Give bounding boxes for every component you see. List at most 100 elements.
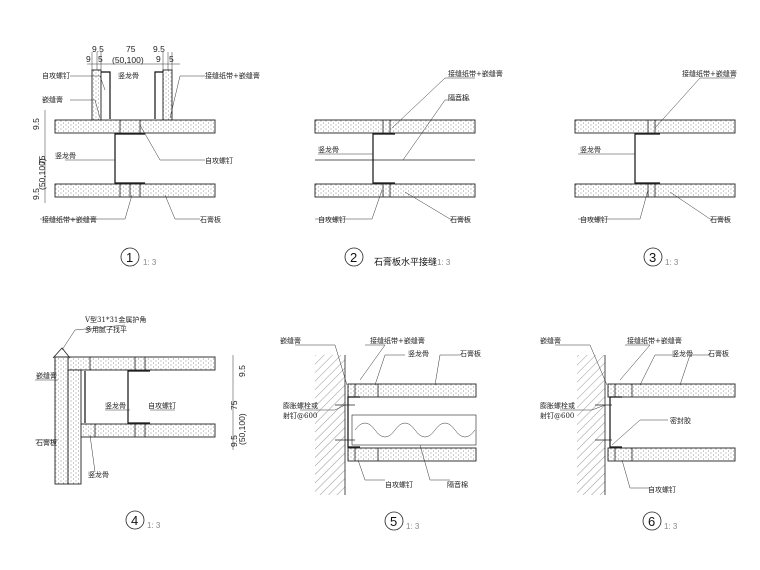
label-compound-5: 嵌缝膏 (280, 336, 301, 345)
dim-9-b: 9 (156, 54, 161, 64)
board-bottom (314, 183, 476, 198)
label-tape-3: 接缝纸带+嵌缝膏 (682, 69, 737, 78)
board-left-inner (67, 369, 82, 485)
detail-2-number-circle (344, 247, 364, 267)
stud-left (101, 71, 111, 119)
label-gypsum-3: 石膏板 (710, 215, 731, 224)
detail-1-number: 1 (126, 250, 133, 265)
label-gypsum-1: 石膏板 (200, 215, 221, 224)
detail-4-right-dimensions: 9.5 75 (50,100) 9.5 (229, 355, 247, 450)
detail-3-number: 3 (649, 250, 656, 265)
label-insulation-2: 隔音棉 (448, 93, 469, 102)
concrete-wall (577, 355, 605, 495)
label-stud-3: 竖龙骨 (580, 145, 601, 154)
vertical-board-right (162, 69, 173, 121)
detail-6-scale: 1: 3 (664, 522, 678, 531)
label-compound-1: 嵌缝膏 (42, 95, 63, 104)
detail-5: 嵌缝膏 接缝纸带+嵌缝膏 竖龙骨 石膏板 膨胀螺栓或 射钉@600 自攻螺钉 隔… (280, 336, 481, 531)
dim-50-100-a: (50,100) (112, 55, 144, 65)
vertical-board-left (91, 69, 102, 121)
dim-75-b: 75 (37, 155, 47, 165)
label-stud-2: 竖龙骨 (318, 145, 339, 154)
label-insulation-5: 隔音棉 (447, 480, 468, 489)
label-stud-4b: 竖龙骨 (88, 470, 109, 479)
board-bottom (54, 183, 216, 198)
label-stud-5: 竖龙骨 (408, 349, 429, 358)
insulation-wave (354, 422, 476, 438)
label-stud-1a: 竖龙骨 (118, 71, 139, 80)
label-screw-1a: 自攻螺钉 (42, 71, 70, 80)
label-expansion-5a: 膨胀螺栓或 (283, 401, 318, 410)
detail-5-number-circle (384, 511, 404, 531)
label-expansion-5b: 射钉@600 (283, 411, 317, 420)
detail-1: 9.5 9 5 75 (50,100) 9.5 9 5 9.5 75 (50,1… (31, 44, 260, 267)
stud-right (154, 71, 163, 119)
c-stud (634, 133, 660, 184)
label-stud-1b: 竖龙骨 (55, 151, 76, 160)
label-tape-6: 接缝纸带+嵌缝膏 (627, 336, 682, 345)
board-top (347, 383, 477, 398)
label-stud-6: 竖龙骨 (672, 349, 693, 358)
label-screw-5: 自攻螺钉 (385, 480, 413, 489)
label-gypsum-6: 石膏板 (708, 349, 729, 358)
track (609, 396, 622, 448)
label-gypsum-5: 石膏板 (460, 349, 481, 358)
label-sealant-6: 密封胶 (670, 416, 691, 425)
dim-5-b: 5 (169, 54, 174, 64)
label-screw-6: 自攻螺钉 (648, 485, 676, 494)
detail-2: 接缝纸带+嵌缝膏 隔音棉 竖龙骨 自攻螺钉 石膏板 2 石膏板水平接缝 1: 3 (314, 69, 503, 268)
label-compound-4: 嵌缝膏 (36, 371, 57, 380)
dim-9-5-a: 9.5 (92, 44, 104, 54)
label-screw-1b: 自攻螺钉 (205, 156, 233, 165)
detail-1-number-circle (120, 247, 140, 267)
label-screw-4: 自攻螺钉 (148, 401, 176, 410)
corner-bead (52, 347, 71, 359)
detail-3-number-circle (643, 247, 663, 267)
label-gypsum-2: 石膏板 (450, 215, 471, 224)
dim-9-5-d: 9.5 (31, 188, 41, 200)
detail-2-scale: 1: 3 (437, 258, 451, 267)
track (347, 396, 360, 448)
label-screw-2: 自攻螺钉 (318, 215, 346, 224)
concrete-wall (315, 355, 345, 495)
detail-3-scale: 1: 3 (665, 258, 679, 267)
detail-4-number: 4 (131, 513, 138, 528)
detail-1-scale: 1: 3 (143, 258, 157, 267)
board-top (314, 119, 476, 134)
label-expansion-6b: 射钉@600 (540, 411, 574, 420)
detail-2-caption: 石膏板水平接缝 (374, 256, 437, 268)
label-tape-2: 接缝纸带+嵌缝膏 (448, 69, 503, 78)
label-compound-6: 嵌缝膏 (540, 336, 561, 345)
dim-9-5-f: 9.5 (229, 435, 239, 447)
dim-9-5-e: 9.5 (237, 365, 247, 377)
c-stud (372, 133, 395, 184)
board-top (607, 383, 736, 398)
board-bottom (607, 447, 736, 462)
detail-6: 嵌缝膏 接缝纸带+嵌缝膏 竖龙骨 石膏板 膨胀螺栓或 射钉@600 密封胶 自攻… (540, 336, 736, 531)
detail-3: 接缝纸带+嵌缝膏 竖龙骨 自攻螺钉 石膏板 3 1: 3 (574, 69, 737, 267)
dim-9-5-c: 9.5 (31, 118, 41, 130)
label-corner-bead-4b: 多用腻子找平 (85, 325, 127, 334)
dim-50-100-c: (50,100) (237, 413, 247, 445)
detail-1-left-dimensions: 9.5 75 (50,100) 9.5 (31, 110, 47, 203)
dim-9-a: 9 (86, 54, 91, 64)
dim-75-a: 75 (126, 44, 136, 54)
dim-75-c: 75 (229, 400, 239, 410)
label-expansion-6a: 膨胀螺栓或 (540, 401, 575, 410)
dim-5-a: 5 (98, 54, 103, 64)
label-stud-4a: 竖龙骨 (105, 401, 126, 410)
board-bottom (347, 447, 477, 462)
detail-4-scale: 1: 3 (147, 521, 161, 530)
detail-4: 9.5 75 (50,100) 9.5 V型31*31金属护角 多用腻子找平 (35, 315, 247, 530)
detail-1-top-dimensions: 9.5 9 5 75 (50,100) 9.5 9 5 (86, 44, 180, 70)
label-corner-bead-4a: V型31*31金属护角 (84, 315, 146, 324)
dim-9-5-b: 9.5 (153, 44, 165, 54)
detail-6-number-circle (642, 511, 662, 531)
label-tape-5: 接缝纸带+嵌缝膏 (370, 336, 425, 345)
detail-2-number: 2 (350, 250, 357, 265)
dim-50-100-b: (50,100) (37, 158, 47, 190)
label-gypsum-4: 石膏板 (36, 438, 57, 447)
label-screw-3: 自攻螺钉 (580, 215, 608, 224)
detail-5-number: 5 (390, 514, 397, 529)
